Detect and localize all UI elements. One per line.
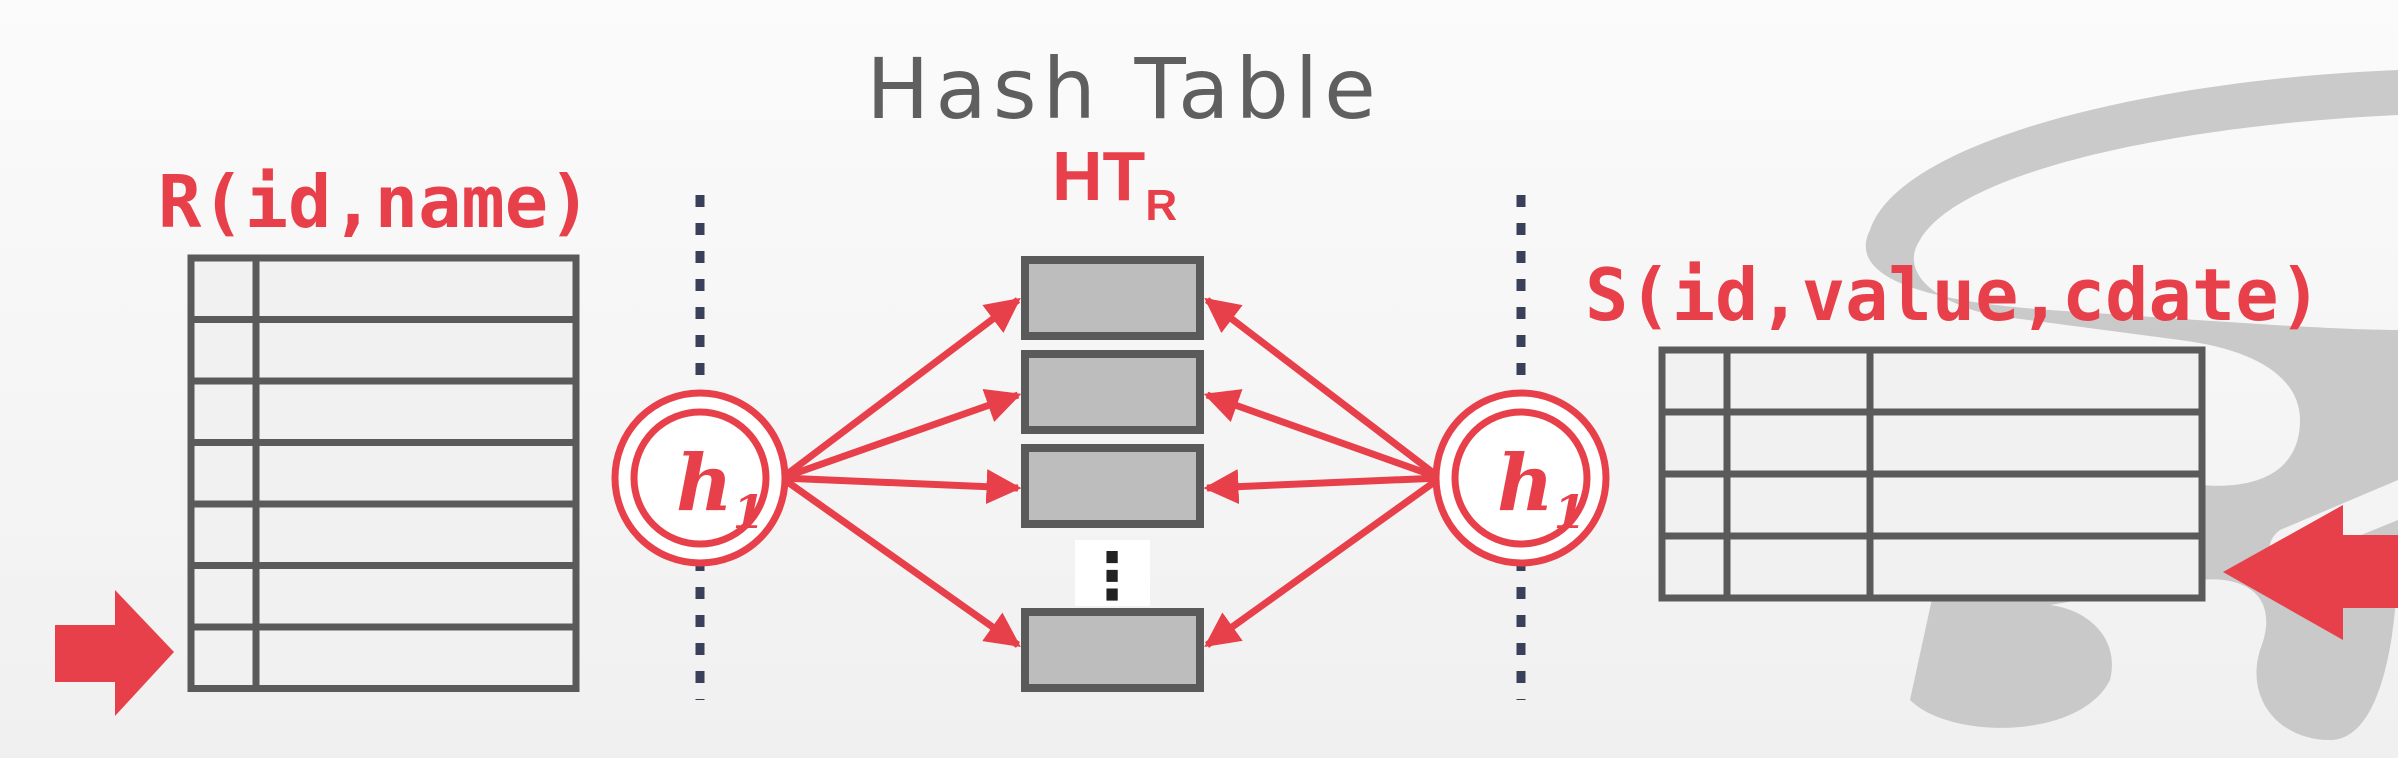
relation-s-row-4 [1658, 532, 2206, 602]
bucket-ellipsis: ⋮ [1080, 540, 1144, 614]
probe-arrow-1 [1204, 297, 1443, 481]
hash-fn-label: h1 [1497, 438, 1586, 539]
input-arrow-r [55, 590, 174, 716]
build-arrows [779, 297, 1022, 648]
ellipsis-bg [1075, 540, 1150, 606]
bucket-3 [1021, 444, 1204, 528]
probe-arrow-3 [1203, 469, 1441, 505]
relation-r-table [187, 254, 580, 692]
bucket-2 [1021, 350, 1204, 434]
hash-fn-name: h [1497, 438, 1554, 529]
build-arrow-1 [779, 297, 1021, 481]
relation-s-table [1658, 346, 2206, 602]
build-arrow-2 [780, 388, 1022, 482]
hash-fn-label: h1 [676, 438, 765, 539]
relation-r-row-7 [187, 623, 580, 692]
hash-table-label: HTR [1052, 137, 1177, 230]
hash-fn-subscript: 1 [1554, 485, 1586, 539]
diagram-title: Hash Table [866, 40, 1382, 138]
relation-r-row-1 [187, 254, 580, 323]
hash-function-left: h1 [611, 389, 789, 567]
hash-function-right: h1 [1432, 389, 1610, 567]
relation-r-row-6 [187, 562, 580, 631]
probe-arrows [1203, 297, 1443, 648]
hash-fn-name: h [676, 438, 733, 529]
relation-r-row-2 [187, 316, 580, 385]
input-arrow-s [2223, 505, 2398, 640]
relation-r-row-3 [187, 377, 580, 446]
build-arrow-3 [781, 469, 1022, 505]
hash-inner-ring [630, 408, 770, 548]
relation-r-row-5 [187, 500, 580, 569]
hash-table-subscript: R [1145, 181, 1177, 230]
relation-s-row-1 [1658, 346, 2206, 416]
hash-table-name: HT [1052, 137, 1145, 215]
relation-s-label: S(id,value,cdate) [1585, 253, 2322, 337]
probe-arrow-4 [1204, 475, 1443, 648]
relation-r-label: R(id,name) [158, 160, 591, 244]
hash-fn-subscript: 1 [733, 485, 765, 539]
probe-arrow-2 [1203, 389, 1442, 482]
relation-s-row-3 [1658, 470, 2206, 540]
hash-table-buckets: ⋮ [1021, 256, 1204, 692]
bucket-1 [1021, 256, 1204, 340]
relation-r-row-4 [187, 439, 580, 508]
hash-inner-ring [1451, 408, 1591, 548]
relation-s-row-2 [1658, 408, 2206, 478]
build-arrow-4 [779, 475, 1021, 648]
bucket-n [1021, 608, 1204, 692]
